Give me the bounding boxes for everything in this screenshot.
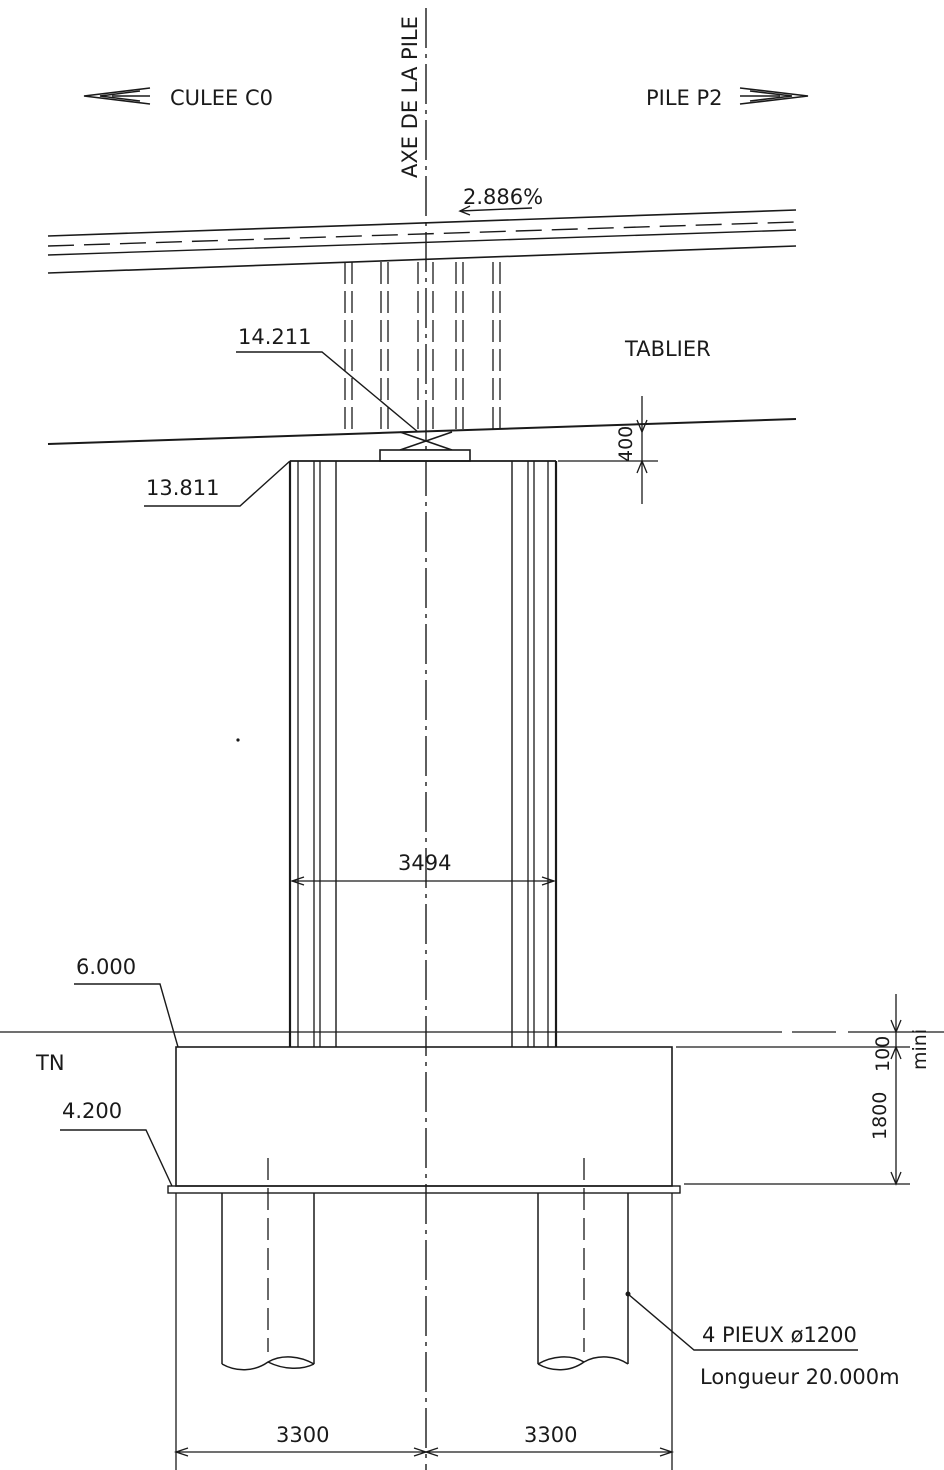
- dim-3300-left-label: 3300: [276, 1423, 329, 1447]
- dim-100-label: 100: [872, 1036, 894, 1072]
- slope-label: 2.886%: [463, 185, 543, 209]
- stray-dot: [236, 738, 240, 742]
- mini-label: mini: [909, 1029, 931, 1070]
- level-6000-leader: [74, 983, 179, 1048]
- pile-length-label: Longueur 20.000m: [700, 1365, 900, 1389]
- dim-3494: [289, 876, 557, 886]
- level-13811-label: 13.811: [146, 476, 219, 500]
- pier-column: [288, 460, 558, 1047]
- pier-axis-label: AXE DE LA PILE: [398, 16, 422, 178]
- slope-arrow-icon: [458, 205, 471, 216]
- road-surface: [47, 209, 797, 274]
- hidden-girders: [344, 262, 501, 432]
- piles-leader-dot: [625, 1291, 631, 1297]
- lean-concrete-layer: [167, 1185, 681, 1194]
- dim-3300-right-label: 3300: [524, 1423, 577, 1447]
- piles-leader: [627, 1293, 858, 1351]
- piles-label: 4 PIEUX ø1200: [702, 1323, 857, 1347]
- tn-label: TN: [35, 1051, 65, 1075]
- dim-3300: [173, 1193, 675, 1470]
- pile-right: [537, 1158, 629, 1371]
- dim-400-label: 400: [615, 426, 637, 462]
- level-6000-label: 6.000: [76, 955, 136, 979]
- level-13811-leader: [144, 460, 291, 507]
- level-4200-leader: [60, 1129, 173, 1187]
- level-4200-label: 4.200: [62, 1099, 122, 1123]
- level-14211-label: 14.211: [238, 325, 311, 349]
- slope-underline: [459, 207, 533, 212]
- dim-400: [558, 396, 658, 504]
- dim-1800-label: 1800: [869, 1092, 891, 1140]
- dim-3494-label: 3494: [398, 851, 451, 875]
- bearing: [379, 431, 471, 462]
- arrow-right-icon: [739, 87, 809, 105]
- deck-underside-line: [47, 418, 797, 445]
- level-14211-leader: [236, 351, 419, 433]
- culee-label: CULEE C0: [170, 86, 273, 110]
- pile-p2-label: PILE P2: [646, 86, 723, 110]
- footing: [175, 1046, 673, 1187]
- pile-left: [221, 1158, 315, 1371]
- dim-footing: [676, 994, 910, 1186]
- tablier-label: TABLIER: [624, 337, 711, 361]
- arrow-left-icon: [83, 87, 151, 105]
